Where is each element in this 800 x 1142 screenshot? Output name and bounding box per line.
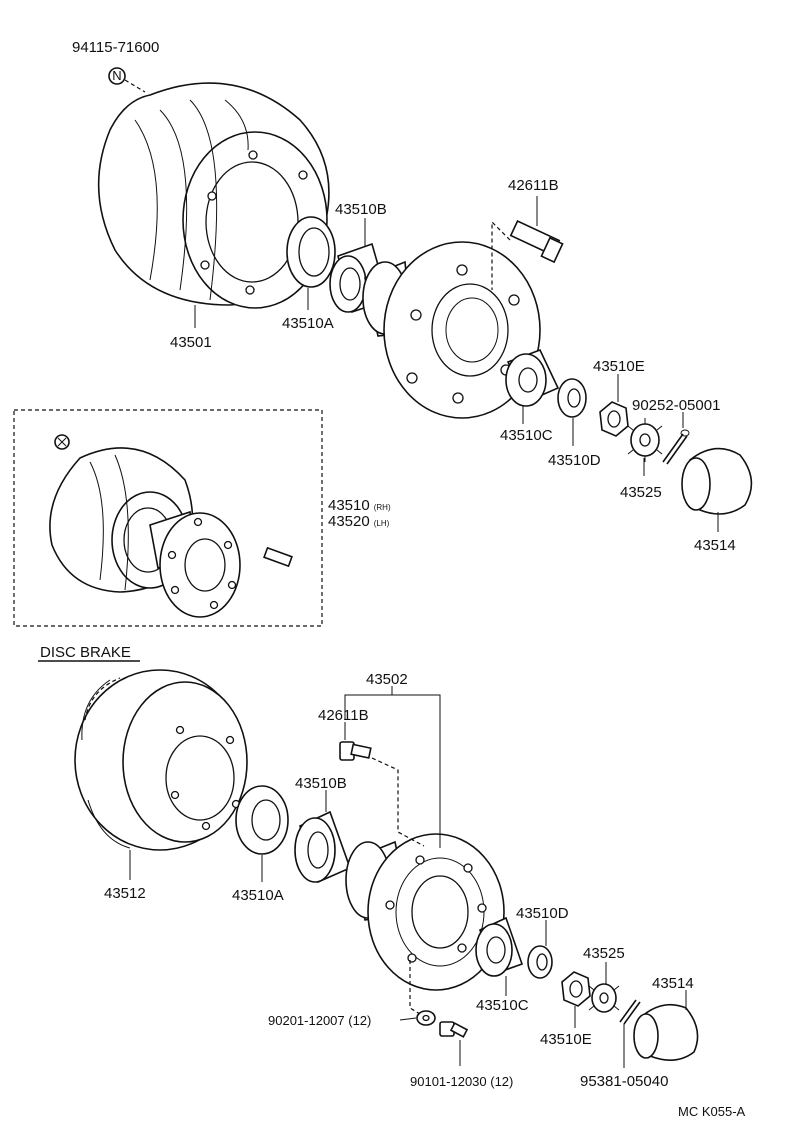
label-inner-bearing: 43510C [500, 427, 553, 444]
label-nut-lower: 43510E [540, 1031, 592, 1048]
plug-symbol: N [112, 68, 121, 83]
label-plug: 94115-71600 [72, 39, 159, 56]
hub-assembly-bracket [344, 686, 441, 848]
label-lock-cap: 43525 [620, 484, 662, 501]
label-mount-bolt: 90101-12030 (12) [410, 1074, 513, 1089]
label-nut: 43510E [593, 358, 645, 375]
label-drum: 43501 [170, 334, 212, 351]
lock-cap-lower [588, 983, 620, 1013]
label-outer-bearing-lower: 43510B [295, 775, 347, 792]
label-washer-bolt: 90201-12007 (12) [268, 1013, 371, 1028]
label-outer-race-lower: 43510A [232, 887, 284, 904]
label-outer-race: 43510A [282, 315, 334, 332]
bearing-inner-lower [475, 916, 524, 977]
wheel-hub [362, 241, 541, 419]
bearing-lower [294, 810, 352, 884]
hub-bolt-upper [509, 219, 564, 264]
disc-brake-heading: DISC BRAKE [40, 644, 131, 661]
small-washer [416, 1010, 436, 1026]
label-lock-cap-lower: 43525 [583, 945, 625, 962]
label-disc: 43512 [104, 885, 146, 902]
label-hub-assembly: 43502 [366, 671, 408, 688]
label-cotter-pin-lower: 95381-05040 [580, 1073, 668, 1090]
grease-cap-lower [633, 1003, 699, 1061]
washer-lower [527, 945, 553, 979]
grease-cap-upper [681, 447, 753, 515]
label-hub-bolt: 42611B [508, 177, 559, 194]
label-assembly-lh: 43520(LH) [328, 513, 390, 530]
brake-disc [74, 669, 248, 851]
plug-callout: N [108, 67, 146, 93]
washer-upper [557, 378, 587, 418]
cotter-pin-lower [619, 999, 641, 1025]
label-outer-bearing: 43510B [335, 201, 387, 218]
mount-bolt [439, 1021, 469, 1038]
label-grease-cap: 43514 [694, 537, 736, 554]
bearing-inner-upper [505, 348, 560, 407]
nut-lower [561, 971, 591, 1007]
label-hub-bolt-lower: 42611B [318, 707, 369, 724]
label-cotter-pin: 90252-05001 [632, 397, 720, 414]
bearing-race-upper [286, 216, 336, 288]
lock-cap-upper [627, 418, 663, 462]
label-washer: 43510D [548, 452, 601, 469]
drum-assembly [49, 434, 293, 618]
bearing-race-lower [235, 785, 289, 855]
label-washer-lower: 43510D [516, 905, 569, 922]
cotter-pin-upper [662, 429, 690, 465]
catalog-code: MC K055-A [678, 1104, 746, 1119]
hub-bolt-lower [339, 741, 372, 761]
assembly-box [13, 409, 323, 627]
label-assembly-rh: 43510(RH) [328, 497, 391, 514]
nut-upper [599, 401, 629, 437]
label-inner-bearing-lower: 43510C [476, 997, 529, 1014]
label-grease-cap-lower: 43514 [652, 975, 694, 992]
wheel-hub-lower [345, 833, 505, 991]
